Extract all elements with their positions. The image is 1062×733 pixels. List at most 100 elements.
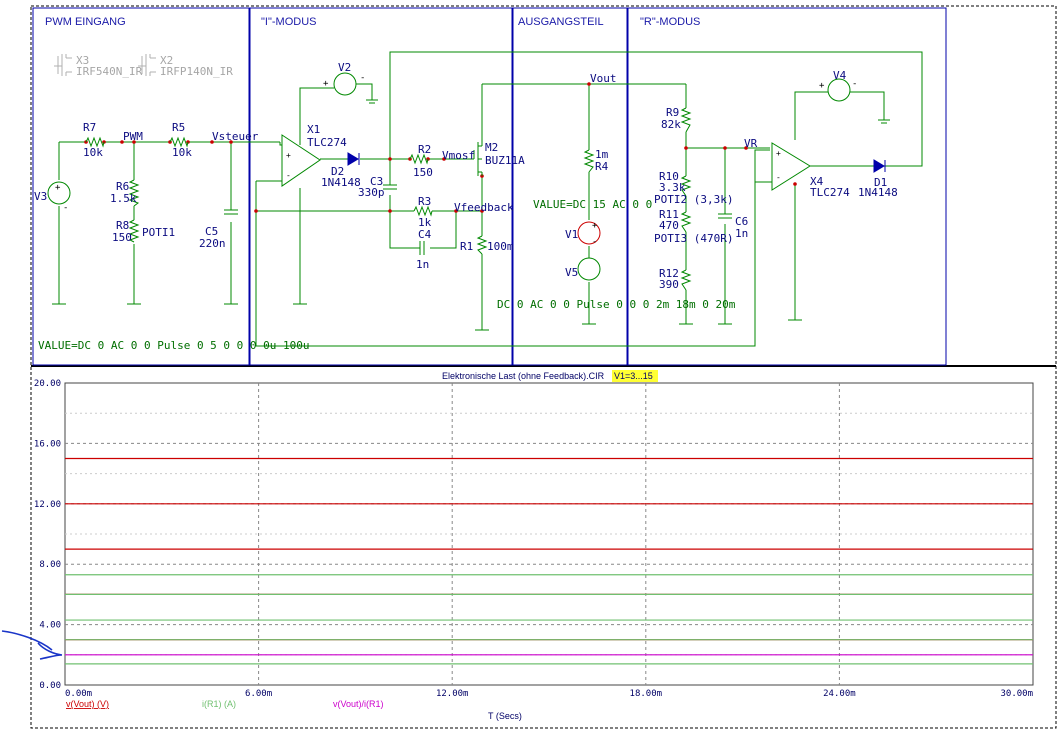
opamp-pin-marks: +- +- <box>286 149 781 182</box>
c5-value: 220n <box>199 237 226 250</box>
d2-value: 1N4148 <box>321 176 361 189</box>
v3-name: V3 <box>34 190 47 203</box>
d1-name: D1 <box>874 176 887 189</box>
v1-source-value: VALUE=DC 15 AC 0 0 <box>533 198 652 211</box>
poti2-name: POTI2 (3,3k) <box>654 193 733 206</box>
v3-source-value: VALUE=DC 0 AC 0 0 Pulse 0 5 0 0 0 0u 100… <box>38 339 310 352</box>
ghost-x2-ref: X2 <box>160 54 173 67</box>
svg-text:+: + <box>323 79 329 89</box>
x4-name: X4 <box>810 175 824 188</box>
c3-name: C3 <box>370 175 383 188</box>
net-vout: Vout <box>590 72 617 85</box>
net-vsteuer: Vsteuer <box>212 130 259 143</box>
x-tick-label: 0.00m <box>65 689 92 699</box>
annotation-arrow <box>1 630 63 660</box>
svg-text:-: - <box>286 171 291 180</box>
section-boxes <box>32 7 947 366</box>
ghost-x3-ref: X3 <box>76 54 89 67</box>
m2-value: BUZ11A <box>485 154 525 167</box>
x1-value: TLC274 <box>307 136 347 149</box>
svg-text:+: + <box>819 81 825 91</box>
plot-stepping-highlight <box>612 370 658 382</box>
r1-name: R1 <box>460 240 473 253</box>
r12-value: 390 <box>659 278 679 291</box>
net-vmosfet: Vmosf <box>442 149 475 162</box>
plot-stepping: V1=3...15 <box>614 371 653 381</box>
r9-name: R9 <box>666 106 679 119</box>
x1-name: X1 <box>307 123 320 136</box>
poti1-name: POTI1 <box>142 226 175 239</box>
net-vr: VR <box>744 137 758 150</box>
ghost-x2-model: IRFP140N_IR <box>160 65 233 78</box>
x-tick-label: 24.00m <box>823 689 856 699</box>
y-tick-label: 16.00 <box>34 439 61 449</box>
legend-vout: v(Vout) (V) <box>66 699 109 709</box>
r5-value: 10k <box>172 146 192 159</box>
net-vfeedback: Vfeedback <box>454 201 514 214</box>
plot-series-layer <box>65 457 1033 665</box>
c5-name: C5 <box>205 225 218 238</box>
section-title-output: AUSGANGSTEIL <box>518 16 604 28</box>
ground-symbols <box>52 99 890 331</box>
v5-name: V5 <box>565 266 578 279</box>
x-axis-label: T (Secs) <box>488 711 522 721</box>
r2-name: R2 <box>418 143 431 156</box>
r4-name: R4 <box>595 160 609 173</box>
r2-value: 150 <box>413 166 433 179</box>
voltage-sources <box>47 72 851 281</box>
y-tick-label: 12.00 <box>34 500 61 510</box>
v5-source-value: DC 0 AC 0 0 Pulse 0 0 0 2m 18m 0 20m <box>497 298 736 311</box>
r6-value: 1.5k <box>110 192 137 205</box>
section-title-i-mode: "I"-MODUS <box>261 16 316 28</box>
r6-name: R6 <box>116 180 129 193</box>
y-tick-label: 0.00 <box>39 681 61 691</box>
r12-name: R12 <box>659 267 679 280</box>
v1-name: V1 <box>565 228 578 241</box>
x-tick-label: 6.00m <box>245 689 272 699</box>
c3-value: 330p <box>358 186 385 199</box>
r3-name: R3 <box>418 195 431 208</box>
r3-value: 1k <box>418 216 432 229</box>
x-tick-label: 12.00m <box>436 689 469 699</box>
ghost-mosfet-x3 <box>54 54 72 76</box>
svg-text:-: - <box>776 173 781 182</box>
v4-name: V4 <box>833 69 847 82</box>
r9-value: 82k <box>661 118 681 131</box>
y-tick-label: 20.00 <box>34 379 61 389</box>
x-tick-labels: 0.00m 6.00m 12.00m 18.00m 24.00m 30.00m <box>65 689 1033 699</box>
net-pwm: PWM <box>123 130 143 143</box>
svg-text:-: - <box>852 79 857 89</box>
d1-value: 1N4148 <box>858 186 898 199</box>
r5-name: R5 <box>172 121 185 134</box>
c6-value: 1n <box>735 227 748 240</box>
r11-name: R11 <box>659 208 679 221</box>
source-polarity-marks: +- +- +- +- <box>55 73 857 247</box>
plot-title: Elektronische Last (ohne Feedback).CIR <box>442 371 605 381</box>
mosfet-m2-symbol <box>473 140 483 176</box>
svg-text:-: - <box>592 237 597 247</box>
r10-name: R10 <box>659 170 679 183</box>
r8-value: 150 <box>112 231 132 244</box>
diode-symbols <box>347 152 886 173</box>
r7-name: R7 <box>83 121 96 134</box>
m2-name: M2 <box>485 141 498 154</box>
poti3-name: POTI3 (470R) <box>654 232 733 245</box>
r11-value: 470 <box>659 219 679 232</box>
y-tick-label: 4.00 <box>39 621 61 631</box>
resistor-symbols <box>85 107 692 291</box>
y-tick-labels: 20.00 16.00 12.00 8.00 4.00 0.00 <box>34 379 61 691</box>
r4-value: 1m <box>595 148 609 161</box>
c6-name: C6 <box>735 215 748 228</box>
ghost-mosfet-x2 <box>138 54 156 76</box>
c4-name: C4 <box>418 228 432 241</box>
svg-text:+: + <box>286 151 291 160</box>
x-tick-label: 18.00m <box>630 689 663 699</box>
c4-value: 1n <box>416 258 429 271</box>
r1-value: 100m <box>487 240 514 253</box>
d2-name: D2 <box>331 165 344 178</box>
x-tick-label: 30.00m <box>1000 689 1033 699</box>
r10-value: 3.3k <box>659 181 686 194</box>
v2-name: V2 <box>338 61 351 74</box>
y-tick-label: 8.00 <box>39 560 61 570</box>
